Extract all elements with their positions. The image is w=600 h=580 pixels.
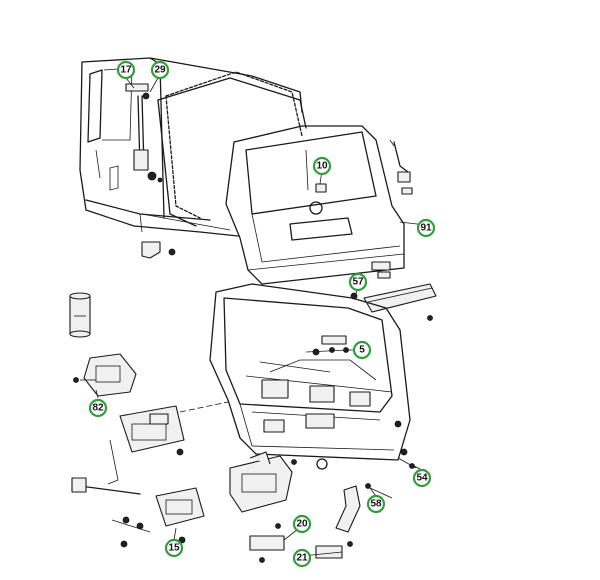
callout-label: 5 — [359, 345, 365, 356]
spray-canister — [69, 292, 91, 338]
latch-assembly — [71, 477, 205, 548]
handle-bracket — [73, 353, 137, 397]
gas-strut-assembly — [125, 77, 176, 259]
vehicle-body — [79, 57, 307, 237]
callout-label: 21 — [296, 553, 308, 564]
callout-58[interactable]: 58 — [366, 494, 386, 514]
inner-bolt-set — [305, 335, 349, 356]
callout-10[interactable]: 10 — [312, 156, 332, 176]
cable-grommet — [335, 483, 393, 533]
callout-54[interactable]: 54 — [412, 468, 432, 488]
callout-82[interactable]: 82 — [88, 398, 108, 418]
callout-label: 15 — [168, 543, 180, 554]
lock-mechanism — [107, 401, 229, 485]
callout-21[interactable]: 21 — [292, 548, 312, 568]
lower-hinge-parts — [249, 523, 353, 563]
callout-17[interactable]: 17 — [116, 60, 136, 80]
callout-label: 57 — [352, 277, 364, 288]
callout-label: 17 — [120, 65, 132, 76]
callout-20[interactable]: 20 — [292, 514, 312, 534]
exterior-handle — [229, 451, 297, 513]
callout-label: 91 — [420, 223, 432, 234]
callout-57[interactable]: 57 — [348, 272, 368, 292]
callout-29[interactable]: 29 — [150, 60, 170, 80]
side-bolts — [397, 448, 417, 469]
callout-label: 20 — [296, 519, 308, 530]
callout-label: 54 — [416, 473, 428, 484]
tailgate-panel — [225, 125, 413, 285]
callout-91[interactable]: 91 — [416, 218, 436, 238]
callout-label: 10 — [316, 161, 328, 172]
callout-label: 58 — [370, 499, 382, 510]
callout-label: 82 — [92, 403, 104, 414]
tailgate-inner-frame — [209, 283, 411, 470]
number-plate-trim — [350, 221, 437, 321]
callout-5[interactable]: 5 — [352, 340, 372, 360]
callout-15[interactable]: 15 — [164, 538, 184, 558]
callout-label: 29 — [154, 65, 166, 76]
